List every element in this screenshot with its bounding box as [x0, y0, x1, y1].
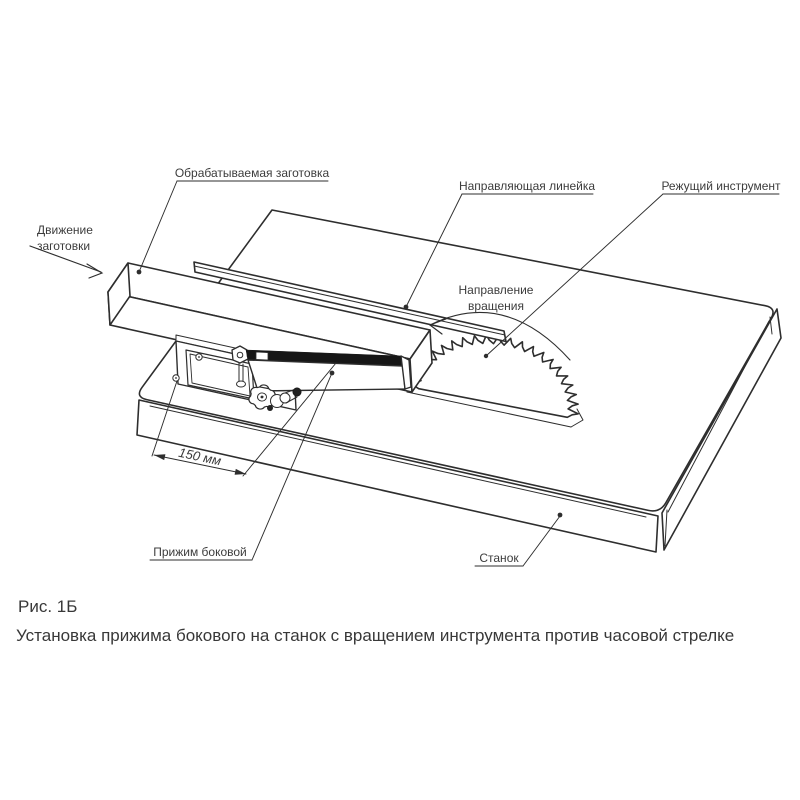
clamp-arm-end-cap: [400, 355, 412, 390]
table-front-face: [136, 399, 659, 553]
figure-caption: Рис. 1Б Установка прижима бокового на ст…: [16, 597, 734, 645]
label-feed-direction-line1: Движение: [37, 223, 93, 237]
figure-caption-text: Установка прижима бокового на станок с в…: [16, 626, 734, 645]
slot-bottom-edge: [406, 391, 572, 428]
dimension-150mm: 150 мм: [151, 362, 337, 477]
rotation-direction-arrow: [428, 312, 571, 361]
label-workpiece-dot: [136, 269, 142, 275]
fence-right-cap: [503, 330, 507, 342]
label-workpiece-leader: [138, 180, 178, 273]
label-side-clamp-leader: [251, 372, 333, 561]
label-workpiece-text: Обрабатываемая заготовка: [175, 166, 330, 180]
label-machine: Станок: [474, 512, 563, 567]
label-feed-direction: Движение заготовки: [29, 223, 104, 279]
table-edge-highlight-right: [667, 320, 770, 513]
clamp-nut-small: [267, 405, 273, 411]
label-rotation-line2: вращения: [468, 299, 524, 313]
clamp-screw-bottom-center: [175, 377, 177, 379]
label-guide-fence-text: Направляющая линейка: [459, 179, 595, 193]
label-cutting-tool: Режущий инструмент: [483, 179, 781, 359]
clamp-arm-top-notch: [255, 351, 269, 361]
rotation-arc: [429, 312, 571, 361]
dimension-line: [153, 454, 247, 475]
clamp-screw-top-center: [198, 356, 200, 358]
workpiece-left-end-face: [107, 262, 131, 326]
clamp-pin-foot: [236, 380, 246, 388]
fence-body: [193, 261, 507, 343]
clamp-knob: [248, 384, 276, 410]
clamp-pivot-hole: [236, 351, 244, 359]
workpiece-right-end-face: [409, 329, 433, 393]
label-rotation-direction: Направление вращения: [459, 283, 534, 313]
rotation-arrowhead-icon: [428, 318, 447, 335]
fence-mid-line: [193, 265, 506, 336]
figure-number: Рис. 1Б: [18, 597, 77, 616]
label-machine-dot: [557, 512, 563, 518]
label-side-clamp: Прижим боковой: [149, 370, 335, 561]
clamp-pin: [238, 362, 244, 383]
label-guide-fence-leader: [405, 193, 463, 308]
label-feed-direction-line2: заготовки: [37, 239, 90, 253]
label-side-clamp-text: Прижим боковой: [153, 545, 247, 559]
label-rotation-line1: Направление: [459, 283, 534, 297]
feed-arrow-shaft: [29, 245, 102, 273]
table-right-face: [661, 308, 782, 551]
label-guide-fence: Направляющая линейка: [403, 179, 595, 310]
callout-labels: Обрабатываемая заготовка Направляющая ли…: [29, 166, 781, 567]
label-guide-fence-dot: [403, 304, 409, 310]
table-corner-line-front: [664, 509, 668, 547]
label-cutting-tool-text: Режущий инструмент: [661, 179, 781, 193]
label-side-clamp-dot: [329, 370, 335, 376]
label-machine-text: Станок: [479, 551, 519, 565]
label-cutting-tool-leader: [485, 193, 664, 357]
clamp-knob-center: [260, 395, 264, 399]
dimension-extension-left: [151, 380, 178, 457]
table-corner-line-right: [769, 316, 773, 335]
label-machine-leader: [522, 515, 561, 567]
feed-arrowhead-icon: [86, 263, 104, 279]
clamp-bolt-head: [292, 387, 302, 397]
dimension-arrow-right-icon: [234, 468, 246, 475]
label-cutting-tool-dot: [483, 353, 489, 359]
dimension-arrow-left-icon: [154, 454, 166, 461]
dimension-extension-right: [242, 362, 337, 477]
side-clamp-assembly: [172, 334, 412, 411]
slot-right-notch: [570, 408, 584, 428]
table-edge-highlight-front: [149, 405, 647, 518]
guide-fence: [193, 261, 507, 343]
label-workpiece: Обрабатываемая заготовка: [136, 166, 330, 275]
